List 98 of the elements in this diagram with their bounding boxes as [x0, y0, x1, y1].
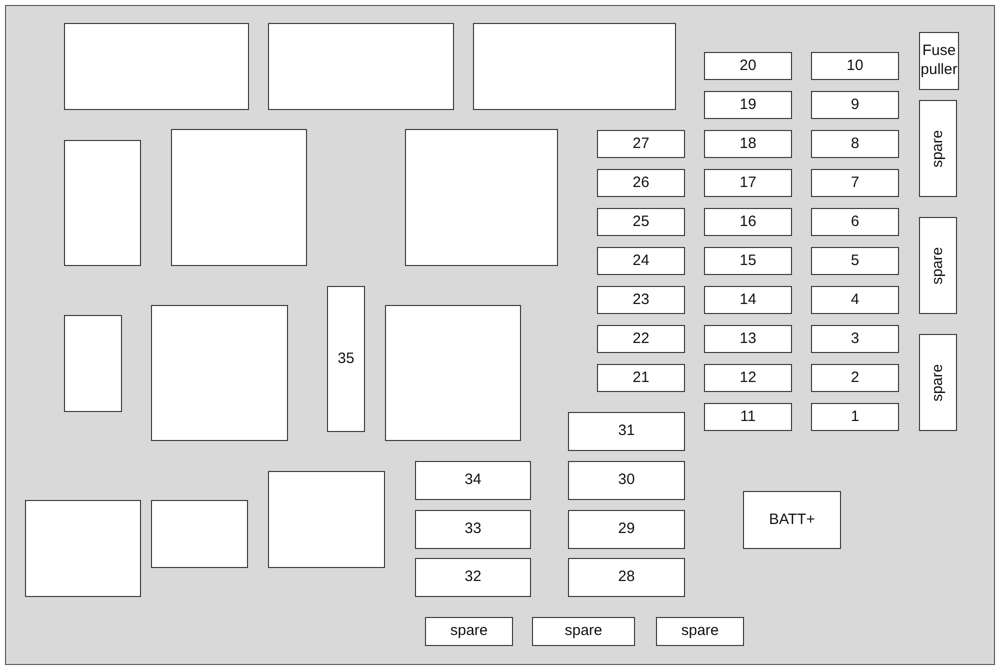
fuse-slot [597, 130, 685, 158]
fuse-slot [597, 364, 685, 392]
fuse-slot [919, 100, 957, 197]
relay-slot [473, 23, 676, 110]
fuse-label: 22 [632, 330, 650, 348]
fuse-slot [704, 169, 792, 197]
fuse-slot [704, 130, 792, 158]
relay-slot [151, 305, 288, 441]
fuse-label: 4 [850, 290, 860, 310]
fuse-label: BATT+ [769, 510, 815, 530]
fuse-slot [704, 364, 792, 392]
fuse-slot [568, 510, 685, 549]
fuse-slot [704, 52, 792, 80]
fuse-slot [597, 325, 685, 353]
fuse-label: spare [928, 246, 947, 284]
relay-slot [385, 305, 521, 441]
fuse-label: 21 [632, 368, 650, 388]
fuse-slot [704, 403, 792, 431]
relay-slot [64, 23, 249, 110]
fuse-label: 31 [618, 422, 635, 441]
fuse-label: 19 [740, 96, 756, 114]
relay-slot [25, 500, 141, 597]
fuse-label: 6 [850, 212, 860, 232]
fuse-label: Fuse puller [920, 42, 958, 80]
fuse-slot [568, 412, 685, 451]
fuse-slot [919, 32, 959, 90]
fuse-slot [811, 325, 899, 353]
fuse-slot [425, 617, 513, 646]
fuse-label: 18 [740, 134, 756, 154]
fuse-label: 11 [740, 408, 756, 426]
relay-slot [268, 23, 454, 110]
relay-slot [268, 471, 385, 568]
fuse-slot [811, 91, 899, 119]
fuse-label: spare [564, 622, 602, 641]
fuse-slot [656, 617, 744, 646]
fuse-slot [704, 91, 792, 119]
fuse-slot [532, 617, 635, 646]
fuse-slot [811, 169, 899, 197]
fuse-slot [597, 247, 685, 275]
fuse-slot [704, 286, 792, 314]
fuse-label: 24 [632, 252, 650, 270]
fuse-label: 26 [632, 174, 650, 192]
fuse-slot [743, 491, 841, 549]
fuse-slot [597, 208, 685, 236]
fuse-label: 30 [618, 471, 635, 490]
fuse-label: spare [681, 622, 719, 641]
fuse-label: 1 [850, 408, 860, 426]
relay-slot [64, 140, 141, 266]
fuse-slot [811, 52, 899, 80]
fuse-label: 17 [740, 174, 756, 192]
fuse-slot [415, 461, 531, 500]
fuse-label: 12 [740, 368, 756, 388]
fuse-slot [811, 403, 899, 431]
fuse-label: 35 [338, 350, 354, 368]
fuse-label: 2 [850, 368, 860, 388]
fuse-label: 16 [740, 212, 756, 232]
fuse-label: 3 [850, 330, 860, 348]
fuse-slot [811, 286, 899, 314]
fuse-slot [811, 247, 899, 275]
fuse-label: 8 [850, 134, 860, 154]
fuse-slot [327, 286, 365, 432]
fuse-slot [568, 461, 685, 500]
fuse-label: 23 [632, 290, 650, 310]
fuse-label: spare [928, 364, 947, 402]
fuse-label: 33 [464, 520, 482, 539]
fuse-label: spare [450, 622, 488, 641]
relay-slot [151, 500, 248, 568]
fuse-slot [811, 208, 899, 236]
fuse-label: 34 [464, 471, 482, 490]
fuse-slot [415, 558, 531, 597]
fuse-label: 25 [632, 212, 650, 232]
fuse-label: 15 [740, 252, 756, 270]
fuse-slot [811, 364, 899, 392]
fuse-label: 14 [740, 290, 756, 310]
fuse-label: 13 [740, 330, 756, 348]
fuse-label: 32 [464, 568, 482, 587]
fuse-label: 5 [850, 252, 860, 270]
fuse-label: 27 [632, 134, 650, 154]
fuse-slot [919, 334, 957, 431]
fuse-label: 28 [618, 568, 635, 587]
fuse-label: 9 [850, 96, 860, 114]
fuse-label: spare [928, 130, 947, 168]
fuse-slot [568, 558, 685, 597]
relay-slot [405, 129, 558, 266]
fuse-slot [597, 169, 685, 197]
fuse-label: 20 [740, 56, 756, 76]
fuse-slot [704, 325, 792, 353]
fuse-label: 10 [846, 56, 864, 76]
fuse-slot [919, 217, 957, 314]
fuse-slot [704, 247, 792, 275]
relay-slot [64, 315, 122, 412]
relay-slot [171, 129, 307, 266]
fuse-slot [811, 130, 899, 158]
fuse-label: 29 [618, 520, 635, 539]
fuse-slot [415, 510, 531, 549]
fuse-slot [597, 286, 685, 314]
fuse-slot [704, 208, 792, 236]
fuse-label: 7 [850, 174, 860, 192]
